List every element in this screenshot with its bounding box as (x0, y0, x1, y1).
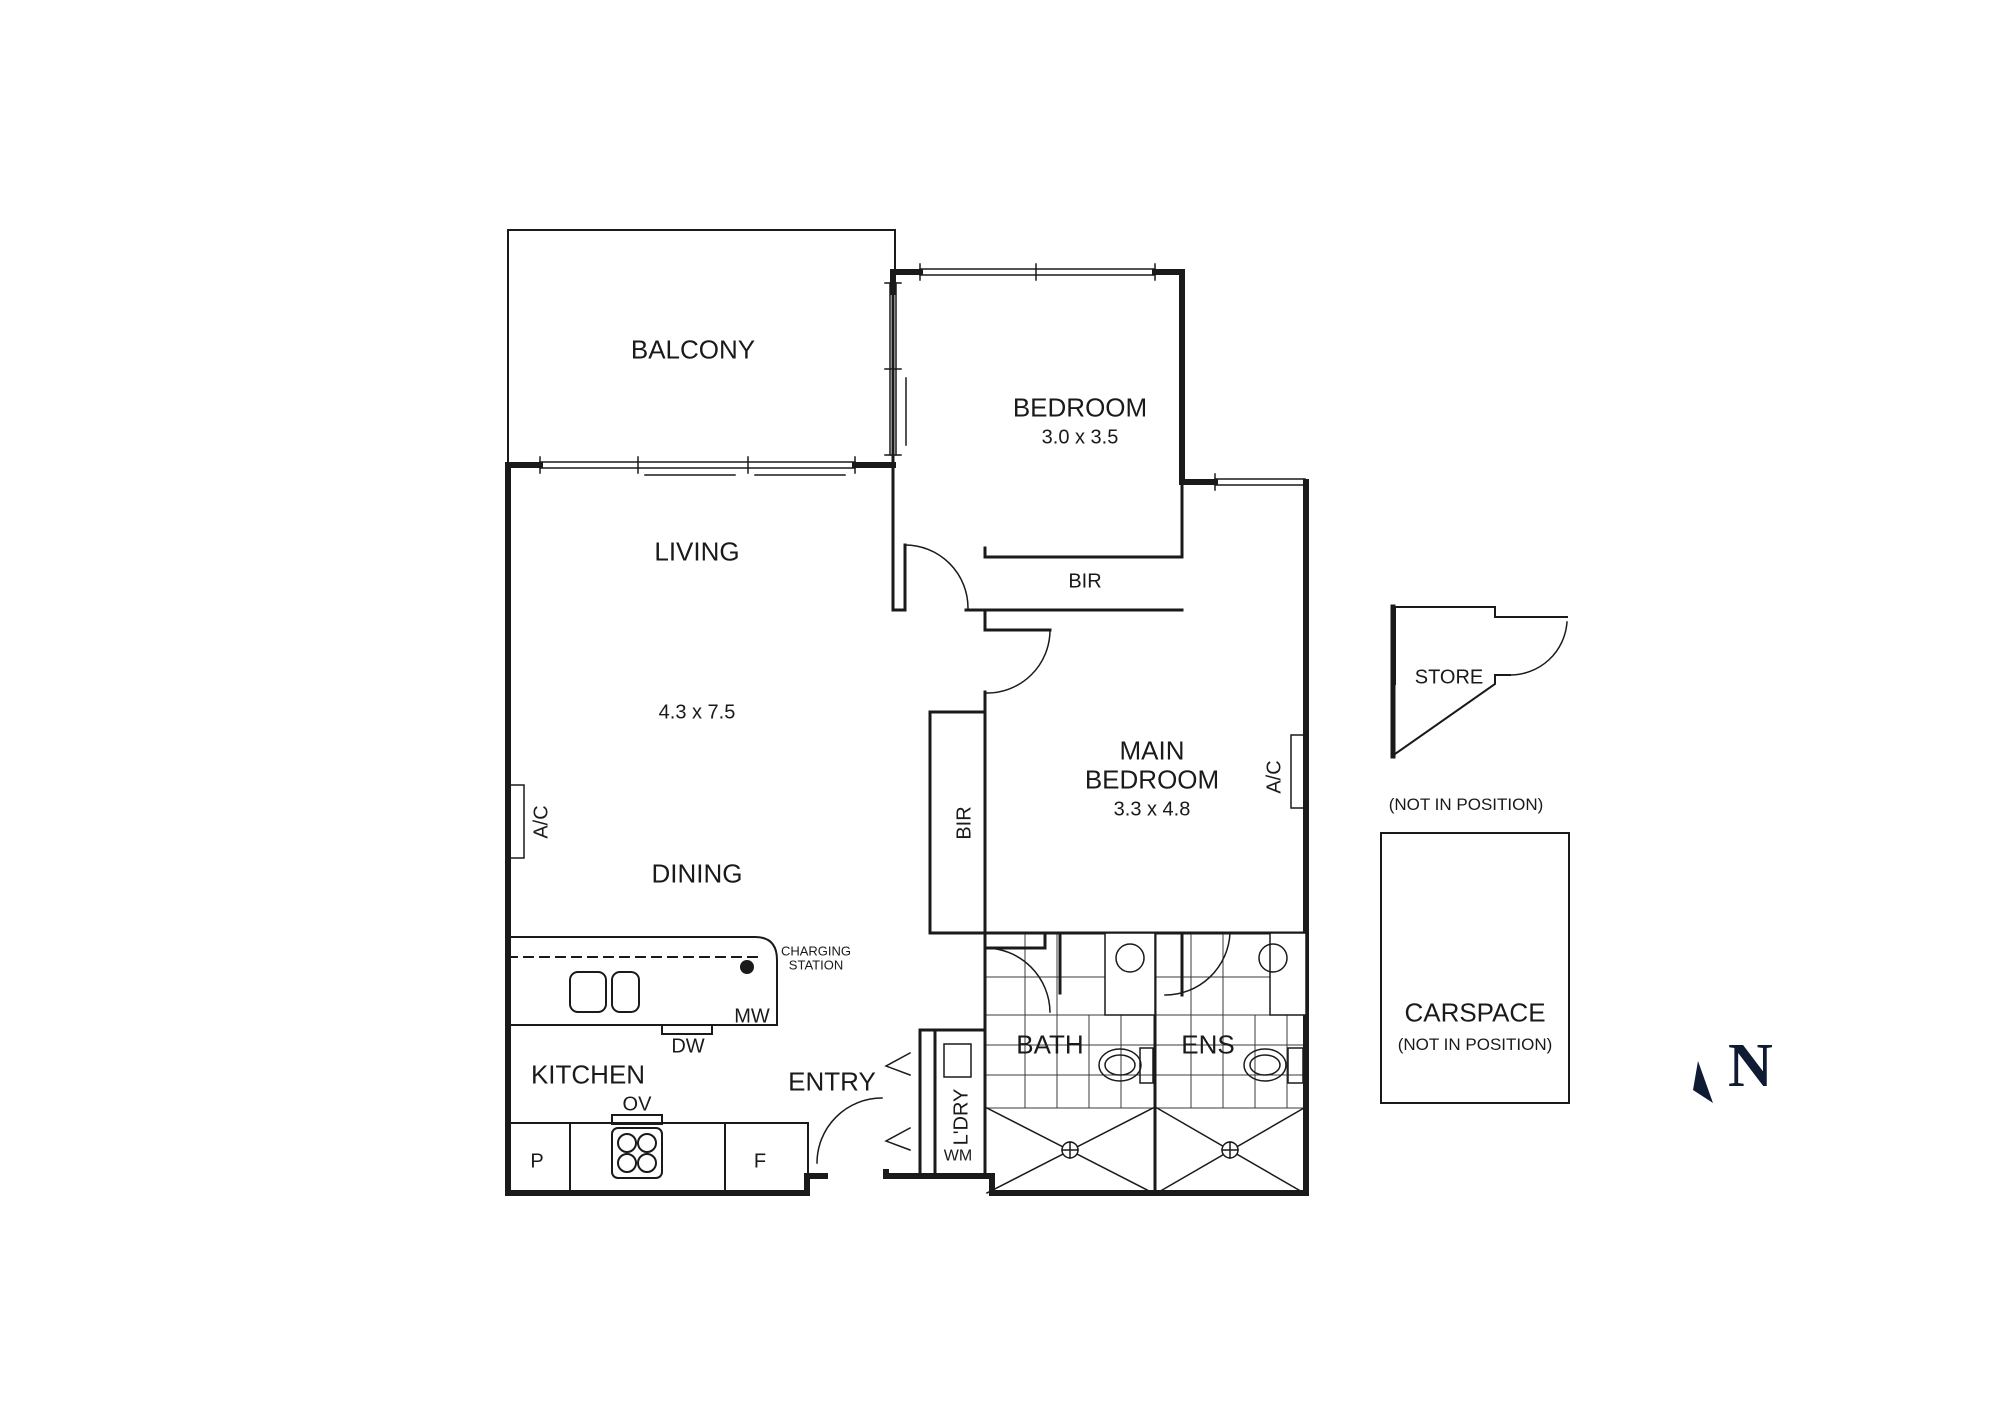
carspace-note: (NOT IN POSITION) (1397, 1035, 1553, 1055)
window-balcony-living (539, 456, 856, 476)
bedroom-dimensions: 3.0 x 3.5 (1041, 426, 1119, 449)
charging-station-label-1: CHARGING (780, 943, 852, 959)
room-balcony: BALCONY (630, 334, 756, 365)
room-bath: BATH (1016, 1029, 1084, 1060)
room-entry: ENTRY (788, 1066, 876, 1097)
carspace-outline (1380, 832, 1570, 1104)
window-main-bedroom (1214, 473, 1306, 491)
room-main-bedroom-line1: MAIN (1119, 735, 1185, 766)
store-note: (NOT IN POSITION) (1388, 795, 1544, 815)
window-bedroom-side (884, 282, 907, 456)
balcony-outline (507, 229, 896, 469)
ac-units (507, 734, 1307, 859)
kitchen-bench (507, 936, 809, 1194)
room-laundry: L'DRY (950, 1088, 973, 1146)
charging-station-label-2: STATION (788, 957, 844, 973)
main-bedroom-dimensions: 3.3 x 4.8 (1113, 798, 1191, 821)
washing-machine-label: WM (943, 1147, 973, 1165)
bath-fixtures (985, 932, 1307, 1195)
north-label: N (1728, 1032, 1773, 1100)
room-main-bedroom-line2: BEDROOM (1084, 764, 1220, 795)
dishwasher-label: DW (671, 1035, 705, 1058)
room-bedroom: BEDROOM (1012, 392, 1148, 423)
ac-living: A/C (530, 805, 553, 839)
store-outline (1390, 604, 1568, 759)
charging-station-dot (740, 960, 754, 974)
bedroom-bir: BIR (1068, 570, 1102, 593)
room-living: LIVING (654, 536, 740, 567)
tile-grid (986, 934, 1305, 1109)
main-bir: BIR (953, 806, 976, 840)
pantry-label: P (530, 1150, 544, 1173)
living-dimensions: 4.3 x 7.5 (658, 701, 736, 724)
fridge-label: F (753, 1150, 767, 1173)
store-label: STORE (1414, 666, 1484, 689)
room-kitchen: KITCHEN (530, 1059, 646, 1090)
north-arrow-icon (1693, 1061, 1713, 1103)
ac-main-bedroom: A/C (1263, 760, 1286, 794)
laundry-bifold (884, 1039, 972, 1177)
room-dining: DINING (651, 858, 743, 889)
microwave-label: MW (734, 1005, 770, 1028)
window-bedroom-top (919, 263, 1156, 281)
room-ensuite: ENS (1181, 1029, 1235, 1060)
oven-label: OV (622, 1093, 652, 1116)
carspace-label: CARSPACE (1404, 997, 1546, 1028)
